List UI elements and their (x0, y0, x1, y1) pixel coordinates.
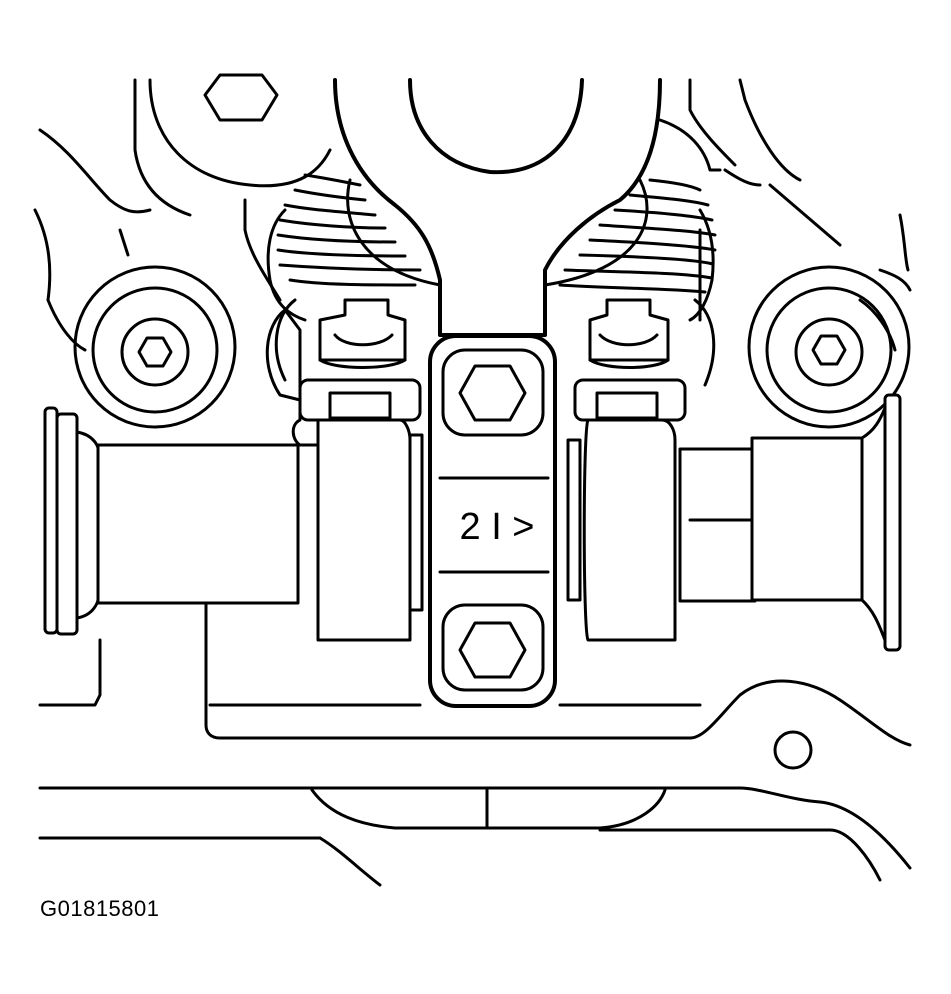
head-bolt-right (747, 265, 911, 429)
cam-lobe-right (693, 298, 716, 387)
head-bolt-hex-top (203, 73, 279, 122)
lower-head-outline (38, 638, 912, 887)
valve-spring-left (266, 173, 442, 322)
camshaft (43, 393, 902, 727)
cam-lobe-left (265, 298, 302, 402)
figure-id-label: G01815801 (40, 896, 160, 921)
bearing-cap[interactable] (428, 334, 557, 708)
sprocket-housing (333, 78, 662, 337)
cam-follower-right (566, 298, 687, 642)
head-bolt-left (73, 265, 237, 429)
cam-follower-left (291, 298, 424, 642)
bearing-cap-marking: 2 I > (459, 506, 535, 548)
cylinder-head-outline (33, 78, 912, 352)
valve-spring-right (543, 178, 717, 322)
